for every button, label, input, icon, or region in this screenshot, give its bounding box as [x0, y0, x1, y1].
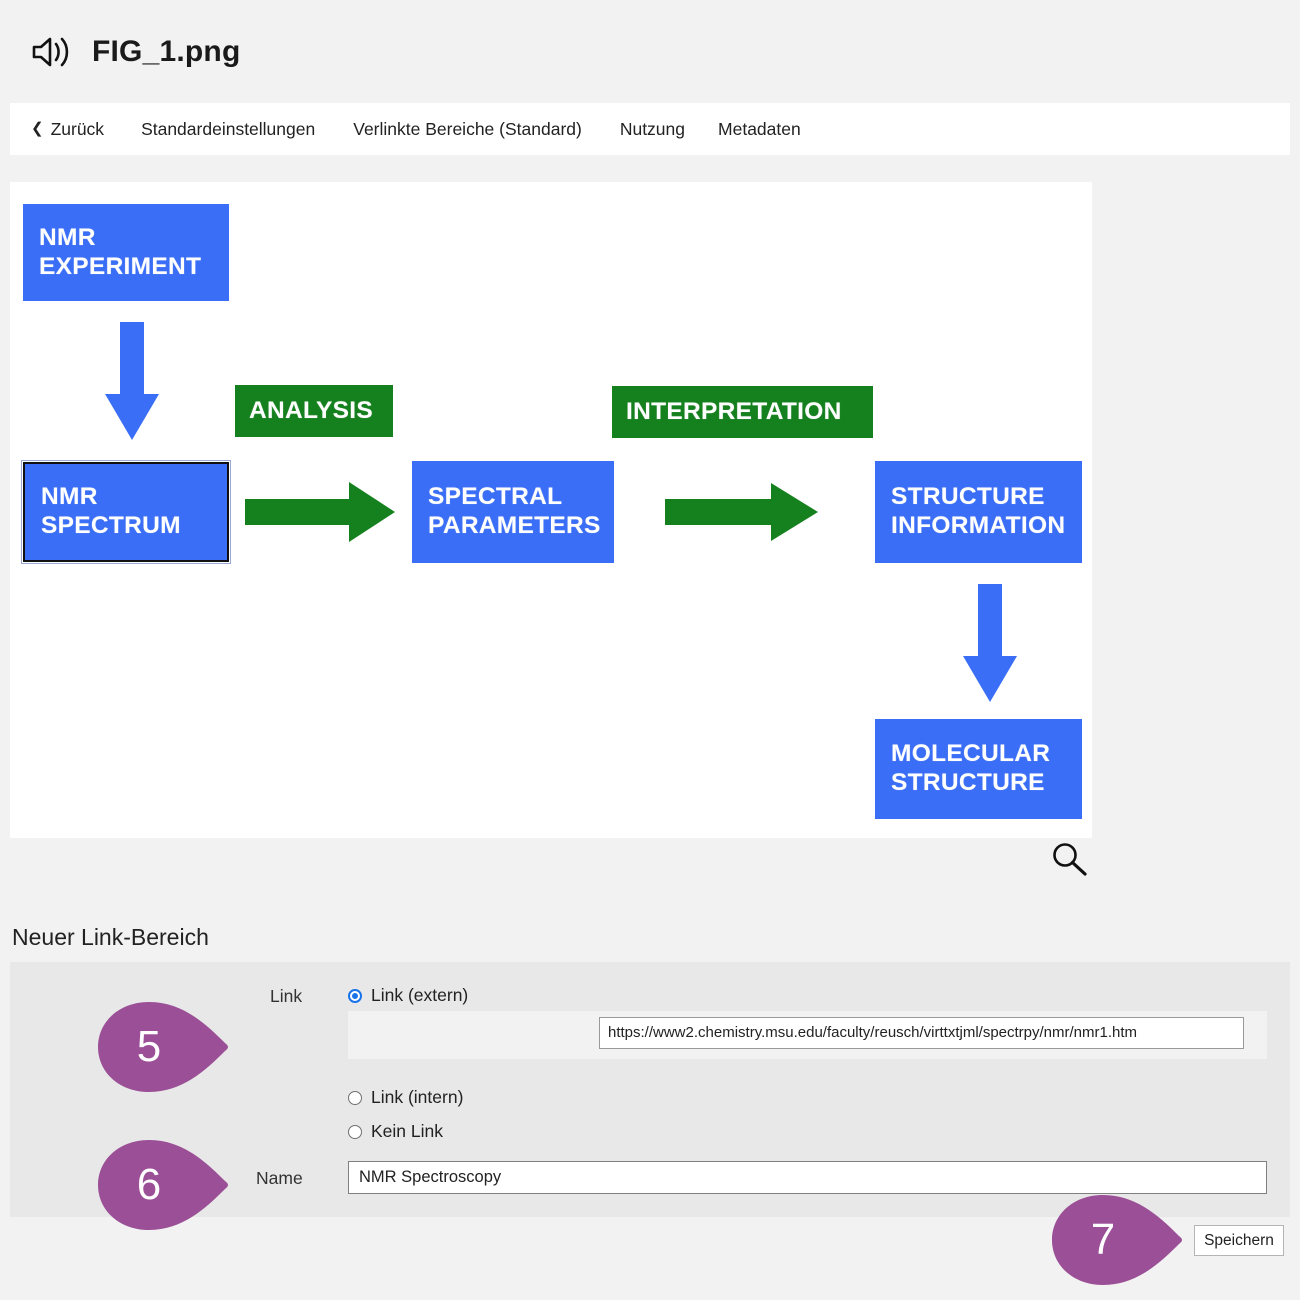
external-url-input[interactable]: https://www2.chemistry.msu.edu/faculty/r…: [599, 1017, 1244, 1049]
nmr-workflow-diagram: NMR EXPERIMENT NMR SPECTRUM ANALYSIS SPE…: [10, 182, 1092, 838]
callout-marker-6: 6: [97, 1139, 239, 1231]
callout-marker-5: 5: [97, 1001, 239, 1093]
tab-metadaten[interactable]: Metadaten: [718, 118, 801, 139]
back-button[interactable]: ❮ Zurück: [31, 119, 104, 140]
name-field-label: Name: [256, 1168, 303, 1188]
diagram-node-analysis[interactable]: ANALYSIS: [235, 385, 393, 437]
radio-link-intern[interactable]: Link (intern): [348, 1087, 463, 1108]
tab-verlinkte-bereiche[interactable]: Verlinkte Bereiche (Standard): [353, 118, 582, 139]
callout-marker-7: 7: [1051, 1194, 1193, 1286]
magnifier-icon[interactable]: [1048, 840, 1092, 880]
node-line-2: INFORMATION: [891, 512, 1066, 539]
tab-standardeinstellungen[interactable]: Standardeinstellungen: [141, 118, 316, 139]
radio-extern-label: Link (extern): [371, 985, 469, 1005]
node-line-1: NMR: [39, 223, 96, 251]
tab-bar: ❮ Zurück Standardeinstellungen Verlinkte…: [10, 103, 1290, 155]
chevron-left-icon: ❮: [31, 119, 44, 137]
diagram-node-molecular-structure[interactable]: MOLECULAR STRUCTURE: [875, 719, 1082, 819]
node-line-2: STRUCTURE: [891, 769, 1045, 796]
radio-kein-indicator-icon: [348, 1124, 362, 1139]
radio-kein-label: Kein Link: [371, 1121, 443, 1141]
node-line-1: STRUCTURE: [891, 483, 1045, 511]
section-heading-neuer-link-bereich: Neuer Link-Bereich: [12, 924, 209, 950]
diagram-node-structure-information[interactable]: STRUCTURE INFORMATION: [875, 461, 1082, 563]
diagram-node-nmr-spectrum-selected[interactable]: NMR SPECTRUM: [21, 460, 231, 564]
radio-kein-link[interactable]: Kein Link: [348, 1121, 443, 1142]
arrow-right-spectrum-to-parameters-icon: [245, 477, 397, 547]
node-line-1: ANALYSIS: [249, 396, 374, 424]
node-line-1: INTERPRETATION: [626, 397, 842, 425]
node-line-2: SPECTRUM: [41, 512, 181, 539]
radio-extern-indicator-icon: [348, 988, 362, 1003]
arrow-right-parameters-to-structinfo-icon: [665, 479, 820, 545]
diagram-node-interpretation[interactable]: INTERPRETATION: [612, 386, 873, 438]
tab-nutzung[interactable]: Nutzung: [619, 118, 686, 139]
node-line-2: PARAMETERS: [428, 512, 601, 539]
arrow-down-experiment-to-spectrum-icon: [98, 322, 166, 442]
node-line-2: EXPERIMENT: [39, 252, 202, 280]
node-line-1: NMR: [41, 483, 98, 511]
arrow-down-structinfo-to-molstruct-icon: [955, 584, 1025, 704]
radio-link-extern[interactable]: Link (extern): [348, 985, 468, 1006]
radio-intern-indicator-icon: [348, 1090, 362, 1105]
diagram-node-nmr-experiment[interactable]: NMR EXPERIMENT: [23, 204, 229, 301]
page-title: FIG_1.png: [92, 34, 241, 68]
node-line-1: SPECTRAL: [428, 483, 563, 511]
node-line-1: MOLECULAR: [891, 740, 1051, 768]
image-preview-panel: NMR EXPERIMENT NMR SPECTRUM ANALYSIS SPE…: [10, 182, 1092, 838]
name-input[interactable]: NMR Spectroscopy: [348, 1161, 1267, 1194]
save-button[interactable]: Speichern: [1194, 1225, 1284, 1256]
speaker-icon: [30, 34, 74, 70]
back-label: Zurück: [50, 118, 105, 139]
radio-intern-label: Link (intern): [371, 1087, 464, 1107]
diagram-node-spectral-parameters[interactable]: SPECTRAL PARAMETERS: [412, 461, 614, 563]
link-field-label: Link: [270, 986, 303, 1006]
page-header: FIG_1.png: [0, 0, 1300, 103]
